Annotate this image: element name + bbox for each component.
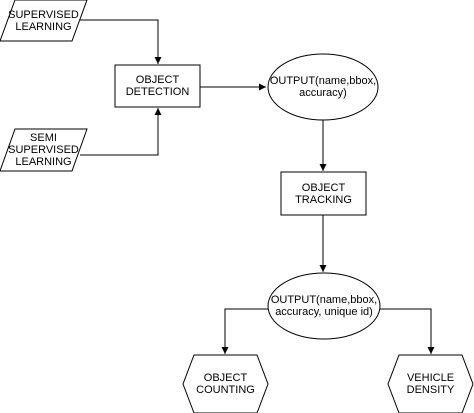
vehicle-density-label: VEHICLE DENSITY xyxy=(406,372,455,396)
object-counting-label: OBJECT COUNTING xyxy=(196,372,255,396)
object-detection-shape xyxy=(114,64,201,108)
output-2-shape xyxy=(267,272,381,340)
object-counting-shape xyxy=(182,354,269,413)
semi-supervised-learning-shape xyxy=(0,128,88,172)
object-detection-label: OBJECT DETECTION xyxy=(125,74,190,98)
edge-semi-supervised-to-detection xyxy=(80,108,162,156)
output-2-label: OUTPUT(name,bbox, accuracy, unique id) xyxy=(270,294,378,318)
output-1-label: OUTPUT(name,bbox, accuracy) xyxy=(269,75,377,99)
edge-output-2-to-counting xyxy=(221,308,268,354)
edge-output-2-to-density xyxy=(380,308,435,354)
supervised-learning-label: SUPERVISED LEARNING xyxy=(8,8,79,33)
edge-supervised-to-detection xyxy=(80,19,162,64)
object-tracking-label: OBJECT TRACKING xyxy=(295,181,352,206)
semi-supervised-learning-label: SEMI SUPERVISED LEARNING xyxy=(8,132,79,168)
vehicle-density-shape xyxy=(387,354,474,413)
supervised-learning-shape xyxy=(0,0,88,42)
